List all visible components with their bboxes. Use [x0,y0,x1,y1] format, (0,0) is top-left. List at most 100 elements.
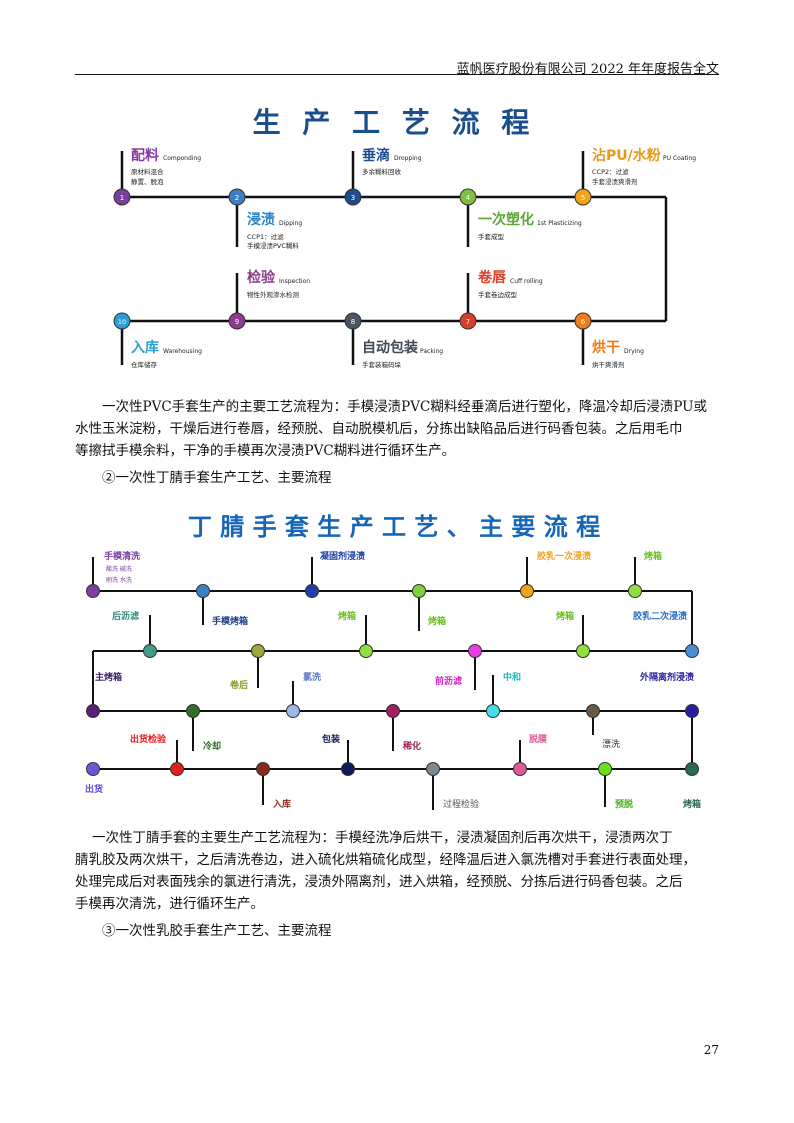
nitrile-node [256,762,270,776]
svg-text:静置、脱泡: 静置、脱泡 [131,177,164,186]
svg-text:4: 4 [466,194,471,202]
nitrile-label: 出货检验 [130,733,167,745]
pvc-node-10: 10 [113,312,131,330]
nitrile-label: 胶乳一次浸渍 [537,550,591,562]
pvc-node-2: 2 [228,188,246,206]
nitrile-node [143,644,157,658]
nitrile-node [520,584,534,598]
svg-text:沾PU/水粉: 沾PU/水粉 [592,147,661,164]
pvc-node-1: 1 [113,188,131,206]
nitrile-node [86,584,100,598]
svg-text:原材料混合: 原材料混合 [131,167,164,176]
nitrile-node [426,762,440,776]
pvc-node-5: 5 [574,188,592,206]
nitrile-label: 后沥滤 [112,610,139,622]
svg-text:Componding: Componding [163,155,201,162]
nitrile-label: 预脱 [615,798,633,810]
nitrile-node [359,644,373,658]
paragraph-line: 水性玉米淀粉，干燥后进行卷唇，经预脱、自动脱模机后，分拣出缺陷品后进行码香包装。… [75,421,683,437]
pvc-node-7: 7 [459,312,477,330]
svg-text:8: 8 [351,318,355,326]
svg-text:物性外观渗水检测: 物性外观渗水检测 [247,290,300,299]
nitrile-label: 前沥滤 [435,675,462,687]
svg-text:5: 5 [581,194,585,202]
nitrile-label: 酸洗 碱洗 [106,565,132,573]
nitrile-label: 过程检验 [443,798,479,810]
nitrile-label: 烤箱 [338,610,356,622]
pvc-step-1-label: 配料 Componding 原材料混合 静置、脱泡 [131,147,201,186]
svg-text:9: 9 [235,318,239,326]
svg-text:检验: 检验 [247,269,276,286]
nitrile-node [685,704,699,718]
svg-text:垂滴: 垂滴 [362,147,390,164]
svg-text:Cuff rolling: Cuff rolling [510,278,543,285]
nitrile-node [513,762,527,776]
svg-text:烘干爽滑剂: 烘干爽滑剂 [592,360,625,369]
pvc-node-4: 4 [459,188,477,206]
nitrile-node [86,704,100,718]
nitrile-label: 氯洗 [303,671,321,683]
pvc-step-10-label: 入库 Warehousing 仓库储存 [131,339,202,369]
svg-text:入库: 入库 [131,339,159,356]
svg-text:卷唇: 卷唇 [477,269,507,286]
page-header: 蓝帆医疗股份有限公司 2022 年年度报告全文 [456,62,719,77]
svg-text:PU Coating: PU Coating [663,155,696,162]
nitrile-label: 主烤箱 [95,671,122,683]
header-rule [75,74,719,75]
nitrile-diagram-title: 丁 腈 手 套 生 产 工 艺 、 主 要 流 程 [188,513,600,541]
pvc-step-6-label: 烘干 Drying 烘干爽滑剂 [592,339,644,369]
svg-text:3: 3 [351,194,355,202]
nitrile-label: 手模烤箱 [212,615,248,627]
nitrile-process-paragraph: 一次性丁腈手套的主要生产工艺流程为：手模经洗净后烘干，浸渍凝固剂后再次烘干，浸渍… [75,827,719,915]
latex-section-heading: ③一次性乳胶手套生产工艺、主要流程 [102,923,332,939]
paragraph-line: 腈乳胶及两次烘干，之后清洗卷边，进入硫化烘箱硫化成型，经降温后进入氯洗槽对手套进… [75,852,696,868]
pvc-step-4-label: 一次塑化 1st Plasticizing 手套成型 [478,211,582,241]
nitrile-section-heading: ②一次性丁腈手套生产工艺、主要流程 [102,470,332,486]
pvc-node-8: 8 [344,312,362,330]
svg-text:手套卷边成型: 手套卷边成型 [478,290,518,299]
pvc-step-7-label: 卷唇 Cuff rolling 手套卷边成型 [477,269,543,299]
nitrile-label: 胶乳二次浸渍 [633,610,687,622]
nitrile-label: 中和 [503,671,521,683]
svg-text:手套成型: 手套成型 [478,232,505,241]
nitrile-node [170,762,184,776]
nitrile-label: 凝固剂浸渍 [320,550,365,562]
svg-text:手套装箱码垛: 手套装箱码垛 [362,360,402,369]
nitrile-label: 冷却 [203,740,221,752]
nitrile-label: 漂洗 [602,738,620,750]
svg-text:2: 2 [235,194,239,202]
nitrile-label: 手模清洗 [104,550,140,562]
svg-text:Dropping: Dropping [394,155,422,162]
svg-text:Drying: Drying [624,348,644,355]
svg-text:Warehousing: Warehousing [163,348,202,355]
nitrile-label: 脱膜 [529,733,548,745]
pvc-process-paragraph: 一次性PVC手套生产的主要工艺流程为：手模浸渍PVC糊料经垂滴后进行塑化，降温冷… [75,396,719,462]
svg-text:手模浸渍PVC糊料: 手模浸渍PVC糊料 [247,241,299,250]
svg-text:1st Plasticizing: 1st Plasticizing [537,220,582,227]
nitrile-node [305,584,319,598]
svg-text:一次塑化: 一次塑化 [478,211,534,228]
pvc-step-9-label: 检验 Inspection 物性外观渗水检测 [247,269,310,299]
nitrile-node [685,644,699,658]
nitrile-label: 外隔离剂浸渍 [639,671,694,683]
nitrile-process-diagram: 丁 腈 手 套 生 产 工 艺 、 主 要 流 程 [85,513,701,810]
svg-text:Dipping: Dipping [279,220,302,227]
pvc-diagram-title: 生 产 工 艺 流 程 [253,106,536,139]
page-number: 27 [703,1043,719,1057]
svg-text:自动包装: 自动包装 [362,339,419,356]
nitrile-node [486,704,500,718]
paragraph-line: 一次性丁腈手套的主要生产工艺流程为：手模经洗净后烘干，浸渍凝固剂后再次烘干，浸渍… [92,830,673,846]
svg-text:烘干: 烘干 [592,339,620,356]
pvc-flow-lines [120,151,668,365]
nitrile-node [251,644,265,658]
nitrile-node [685,762,699,776]
svg-text:10: 10 [118,318,126,326]
nitrile-node [628,584,642,598]
svg-text:仓库储存: 仓库储存 [131,360,158,369]
svg-text:Packing: Packing [420,348,443,355]
svg-text:CCP2：过滤: CCP2：过滤 [592,167,629,176]
nitrile-node [186,704,200,718]
pvc-step-8-label: 自动包装 Packing 手套装箱码垛 [362,339,443,369]
nitrile-node [86,762,100,776]
pvc-step-2-label: 浸渍 Dipping CCP1：过滤 手模浸渍PVC糊料 [247,211,302,250]
